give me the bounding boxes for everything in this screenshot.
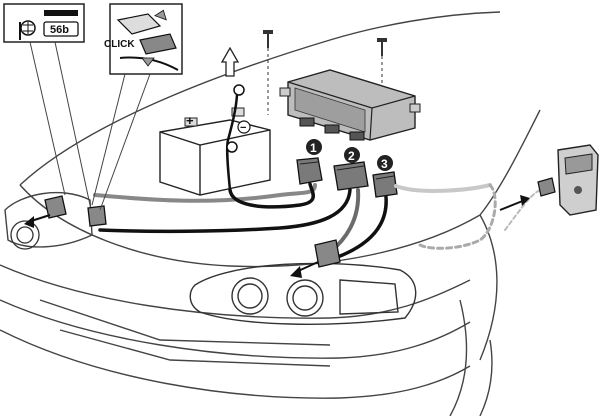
- switch-connector: [537, 177, 556, 197]
- arrow-right-icon: [499, 195, 530, 211]
- arrow-up-icon: [220, 46, 240, 77]
- wiring-harness: [93, 182, 541, 260]
- connector-3-plug: [372, 171, 398, 198]
- connector-3-badge: 3: [377, 155, 393, 171]
- connector-3-number: 3: [381, 157, 388, 171]
- battery: [159, 107, 271, 196]
- connector-1-plug: [296, 157, 323, 185]
- click-label: CLICK: [104, 39, 135, 50]
- battery-plus-label: +: [186, 113, 194, 128]
- right-headlight-connector: [314, 239, 341, 268]
- arrow-left-icon: [24, 214, 51, 228]
- light-switch-housing: [557, 144, 599, 216]
- left-headlight: [10, 220, 40, 250]
- circuit-code-label: 56b: [50, 24, 69, 36]
- connector-2-number: 2: [348, 149, 355, 163]
- ground-lead: [225, 84, 245, 191]
- callout-switch-symbol: 56b: [3, 3, 91, 206]
- arrow-left-icon: [290, 261, 319, 278]
- car-body: [0, 11, 541, 416]
- screw-icon: [263, 30, 273, 115]
- connector-2-plug: [333, 161, 369, 191]
- right-headlight: [189, 262, 417, 325]
- light-switch-symbol-icon: [20, 20, 36, 36]
- battery-minus-badge: −: [237, 120, 251, 134]
- connector-1-number: 1: [310, 141, 317, 155]
- callout-click-detail: CLICK: [91, 3, 183, 211]
- connector-2-badge: 2: [344, 147, 360, 163]
- left-headlight-connector: [44, 195, 107, 227]
- battery-minus-label: −: [240, 122, 246, 134]
- connector-1-badge: 1: [306, 139, 322, 155]
- control-module: [279, 69, 421, 141]
- click-arrow-icon: [141, 9, 167, 67]
